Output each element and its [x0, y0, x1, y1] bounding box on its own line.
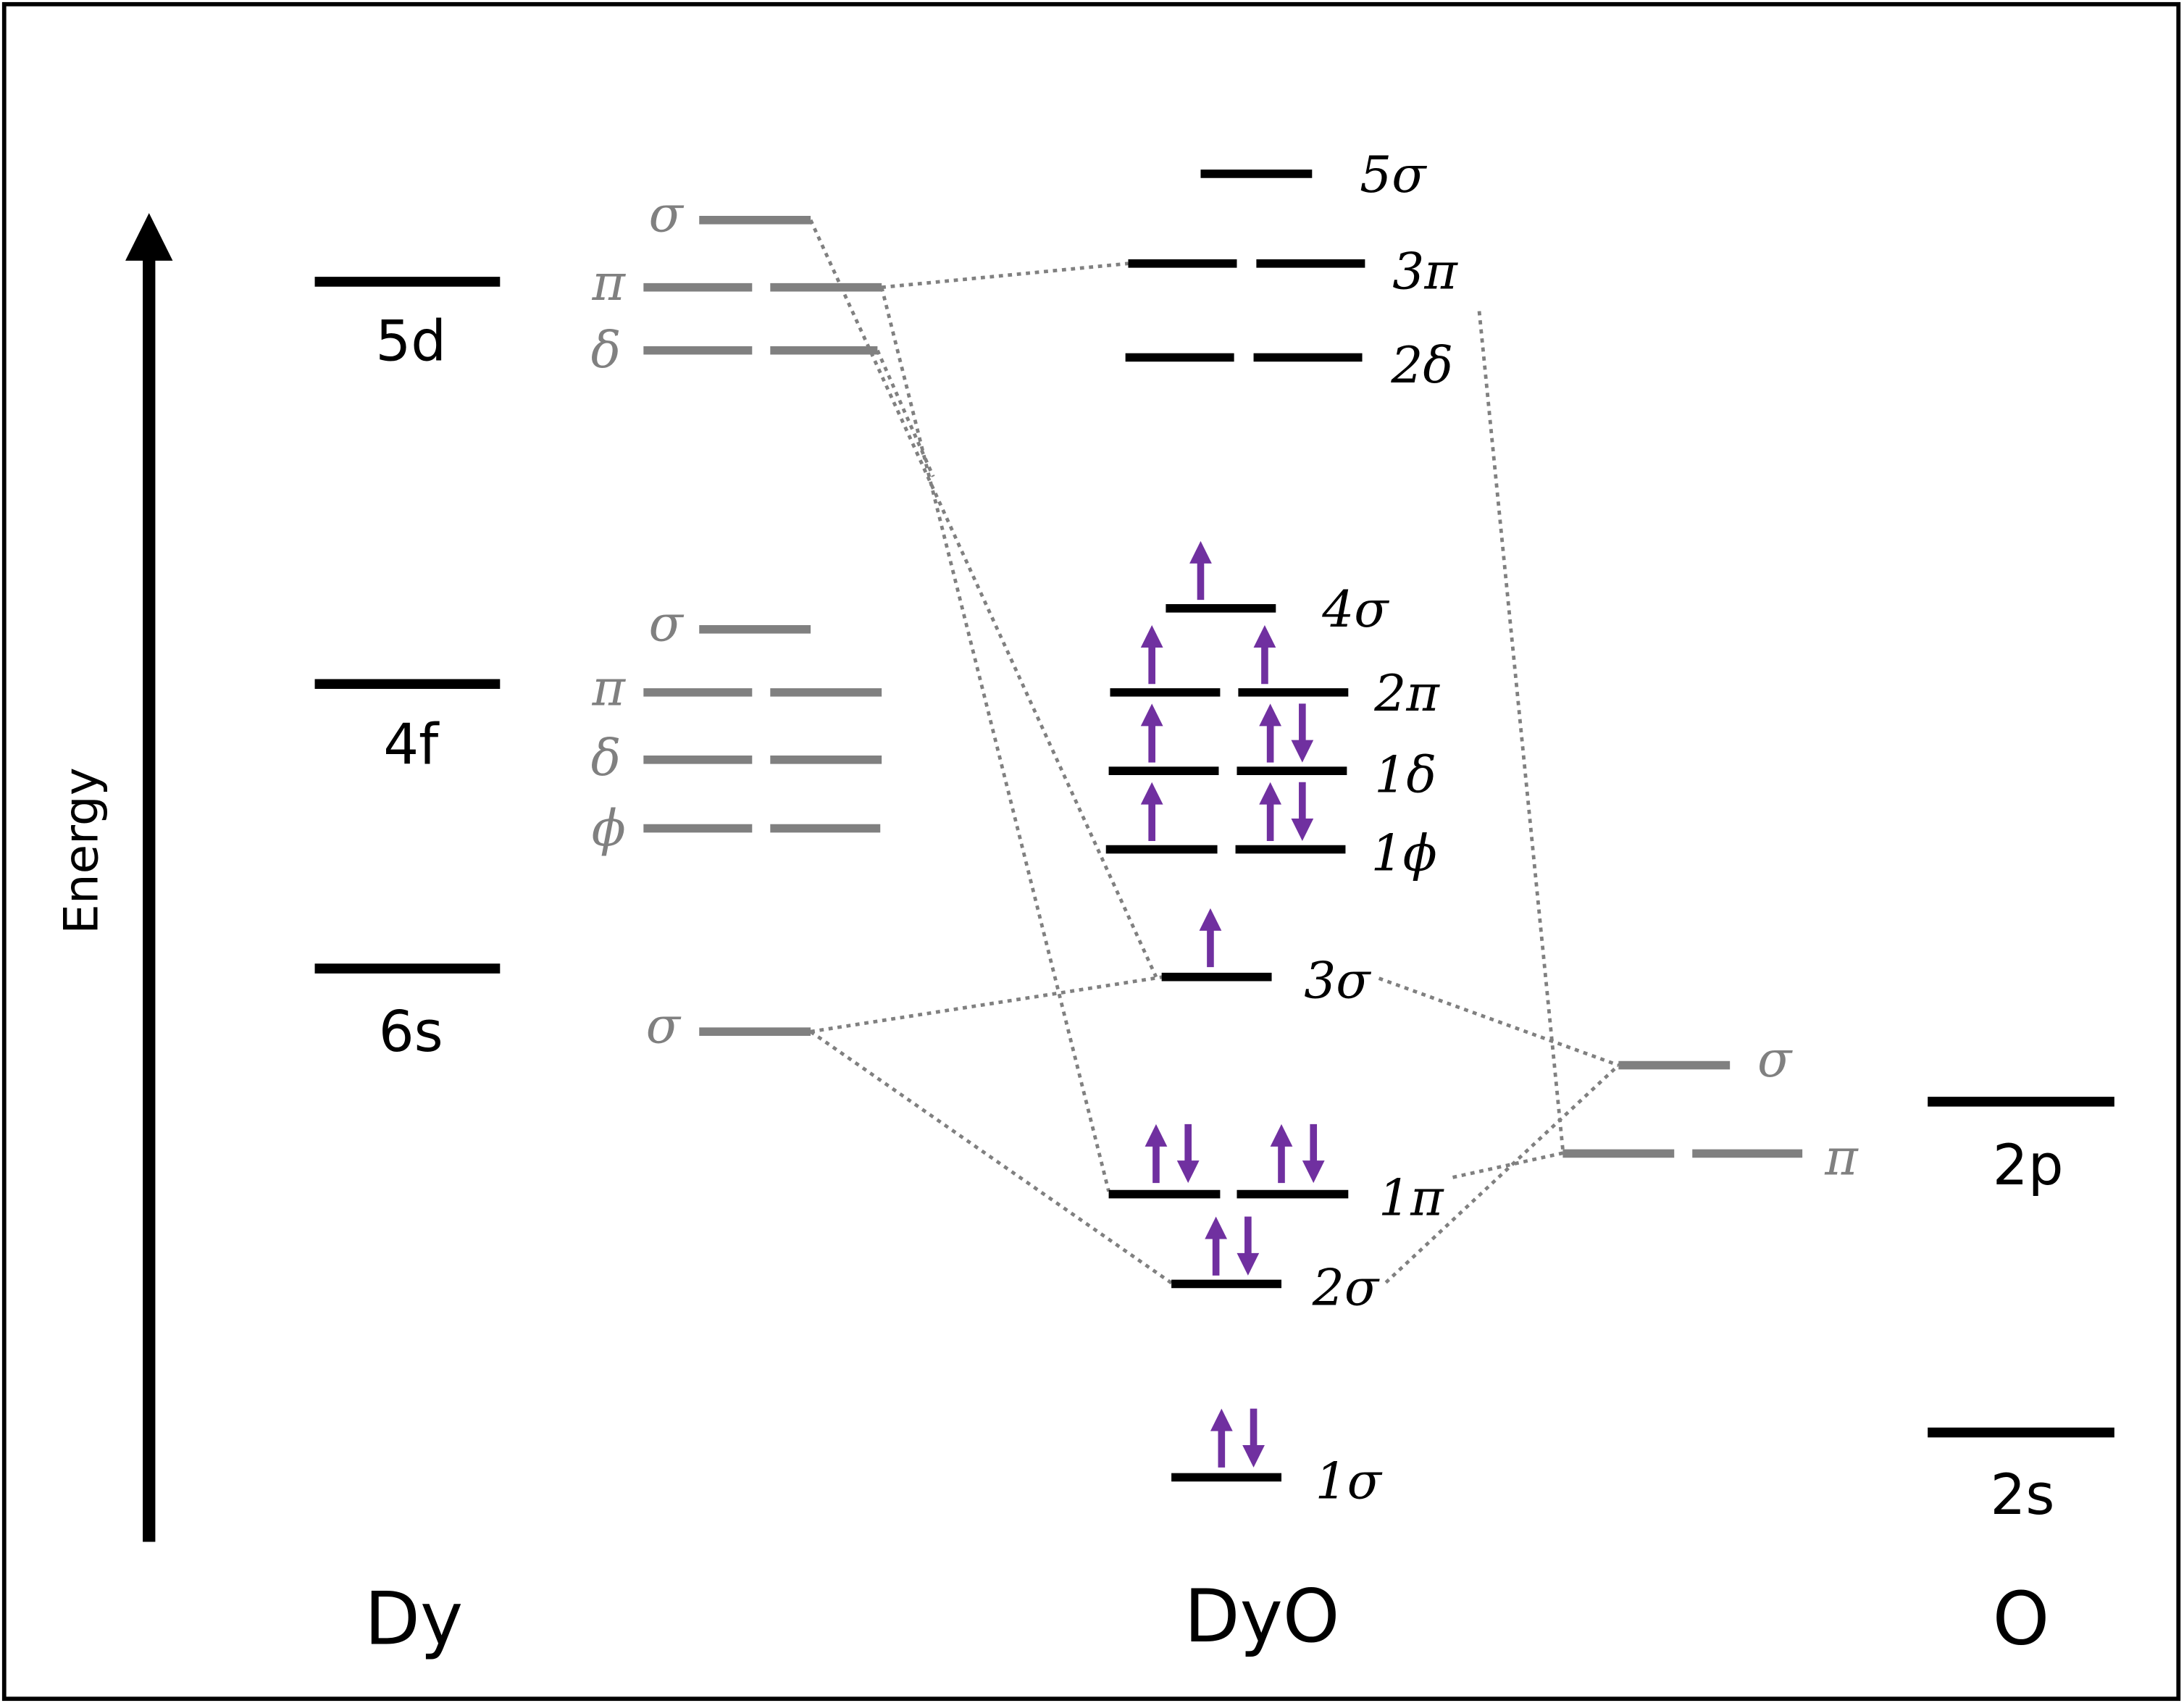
column-title-dyo: DyO: [1184, 1574, 1340, 1659]
mo-2delta-label: 2δ: [1390, 337, 1453, 395]
energy-axis: Energy: [54, 213, 173, 1542]
dy-6s-label: 6s: [379, 1000, 443, 1065]
column-title-dy: Dy: [364, 1576, 463, 1661]
electron-spin-down-arrow: [1237, 1216, 1260, 1276]
mo-4sigma-label: 4σ: [1321, 581, 1389, 639]
mo-labels: 5σ 3π 2δ 4σ 2π 1δ 1ϕ 3σ 1π 2σ 1σ: [1304, 146, 1458, 1511]
dy-atomic-levels: 5d 4f 6s: [314, 277, 501, 1065]
electron-spin-up-arrow: [1140, 625, 1163, 685]
electron-spin-up-arrow: [1140, 782, 1163, 841]
conn-3pi-to-o-pi: [1477, 311, 1565, 1150]
conn-3sigma-to-o-sigma: [1378, 976, 1620, 1067]
electron-spin-up-arrow: [1199, 908, 1222, 968]
conn-d-sigma-to-3sigma: [808, 219, 1158, 978]
conn-2sigma-to-o-sigma: [1384, 1063, 1620, 1284]
mo-3sigma-label: 3σ: [1304, 953, 1371, 1010]
mo-1delta-label: 1δ: [1374, 746, 1436, 804]
electron-spin-up-arrow: [1210, 1408, 1233, 1468]
conn-s-sigma-to-2sigma: [809, 1030, 1174, 1286]
o-pi-label: π: [1824, 1129, 1859, 1187]
mo-levels: [1105, 170, 1365, 1482]
electron-spin-up-arrow: [1270, 1124, 1293, 1184]
s-sigma-label: σ: [646, 997, 682, 1055]
d-pi-label: π: [592, 254, 627, 312]
electron-spin-up-arrow: [1205, 1216, 1228, 1276]
energy-axis-label: Energy: [54, 767, 109, 934]
electron-spin-down-arrow: [1302, 1124, 1325, 1184]
electron-spin-up-arrow: [1140, 703, 1163, 763]
dy-split-levels: [643, 215, 882, 1036]
electron-spin-up-arrow: [1145, 1124, 1168, 1184]
mo-1sigma-label: 1σ: [1315, 1452, 1383, 1510]
conn-d-pi-to-3pi: [881, 261, 1129, 290]
electron-spin-up-arrow: [1259, 782, 1282, 841]
conn-d-pi-to-1pi: [879, 287, 1110, 1192]
f-phi-label: ϕ: [592, 800, 626, 858]
electron-arrows: [1140, 540, 1325, 1468]
f-sigma-label: σ: [648, 595, 684, 653]
o-atomic-levels: 2p 2s: [1928, 1097, 2114, 1528]
mo-2pi-label: 2π: [1373, 665, 1440, 723]
column-title-o: O: [1993, 1576, 2050, 1661]
conn-s-sigma-to-3sigma: [810, 975, 1163, 1034]
d-sigma-label: σ: [648, 185, 684, 243]
electron-spin-up-arrow: [1259, 703, 1282, 763]
o-sigma-label: σ: [1757, 1031, 1793, 1089]
mo-3pi-label: 3π: [1392, 243, 1458, 301]
dy-5d-label: 5d: [375, 309, 446, 374]
d-delta-label: δ: [591, 322, 622, 380]
electron-spin-down-arrow: [1242, 1408, 1265, 1468]
electron-spin-up-arrow: [1189, 540, 1212, 601]
o-split-levels: [1562, 1060, 1803, 1158]
dy-split-labels: σ π δ σ π δ ϕ σ: [591, 185, 685, 1055]
correlation-lines: [808, 219, 1620, 1286]
o-2s-label: 2s: [1990, 1463, 2054, 1528]
electron-spin-down-arrow: [1291, 782, 1314, 841]
dy-4f-label: 4f: [383, 712, 440, 777]
f-pi-label: π: [592, 659, 627, 717]
mo-1phi-label: 1ϕ: [1371, 824, 1437, 882]
mo-1pi-label: 1π: [1378, 1169, 1444, 1227]
mo-2sigma-label: 2σ: [1312, 1259, 1380, 1317]
electron-spin-down-arrow: [1176, 1124, 1200, 1184]
f-delta-label: δ: [591, 729, 622, 787]
o-2p-label: 2p: [1993, 1133, 2064, 1198]
conn-1pi-to-o-pi: [1452, 1150, 1568, 1179]
electron-spin-up-arrow: [1253, 625, 1276, 685]
electron-spin-down-arrow: [1291, 703, 1314, 763]
mo-5sigma-label: 5σ: [1360, 146, 1427, 204]
